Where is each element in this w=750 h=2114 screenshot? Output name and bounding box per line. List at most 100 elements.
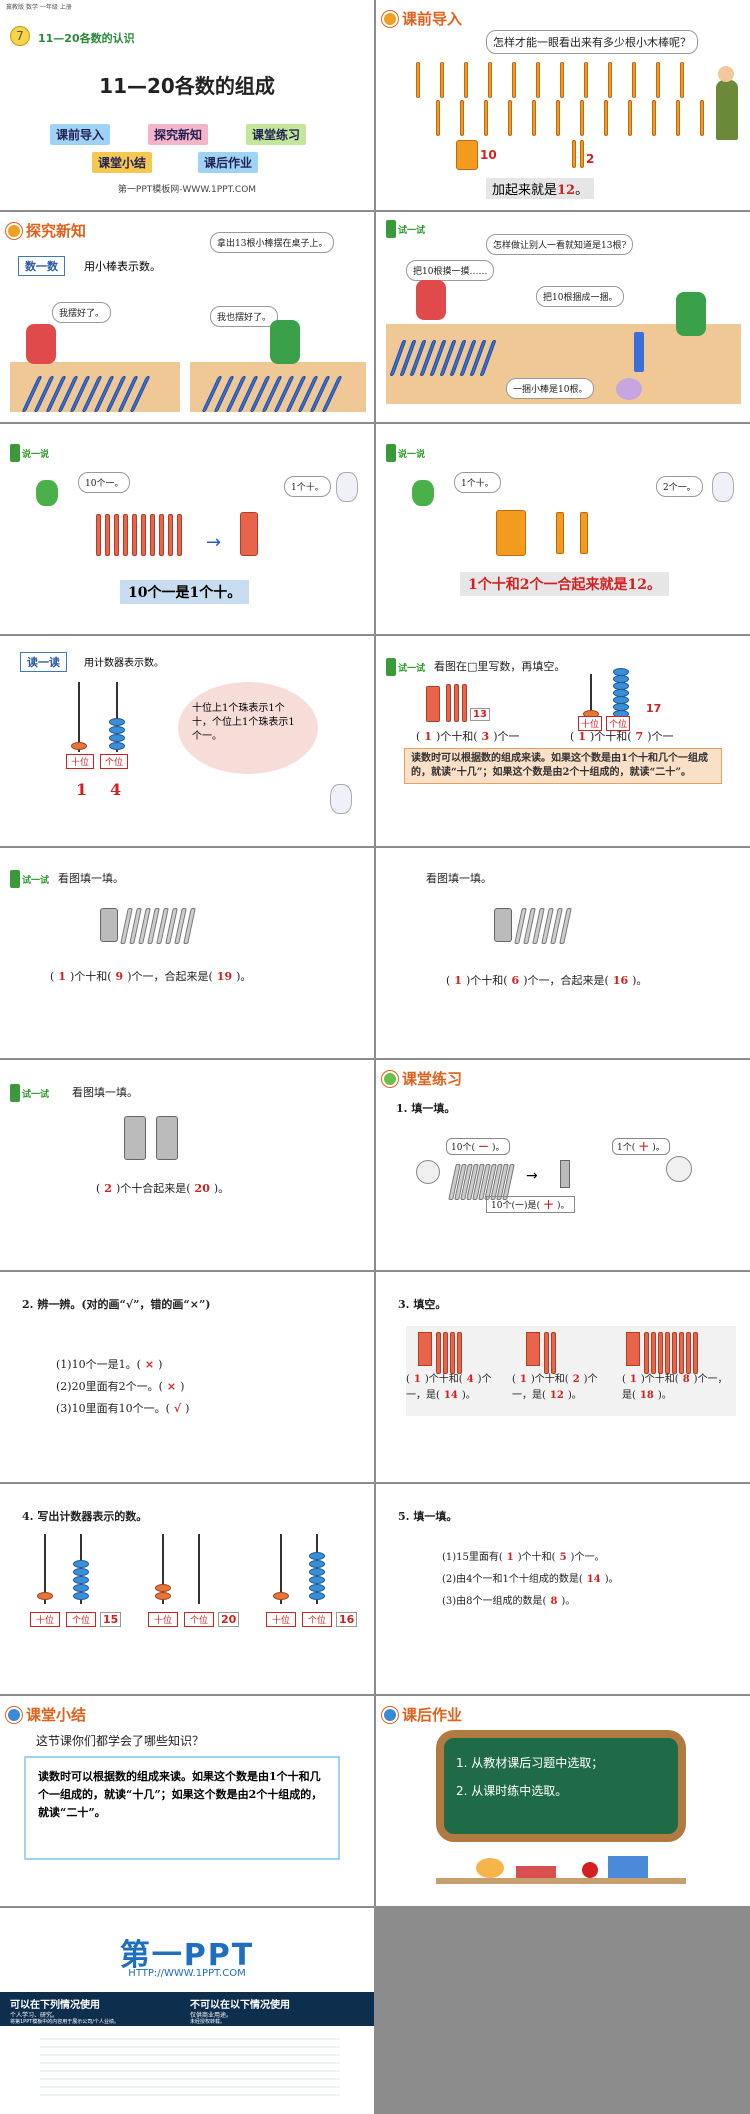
- bead: [613, 675, 629, 683]
- stick: [132, 514, 137, 556]
- word: 。: [240, 970, 252, 983]
- bead: [155, 1592, 171, 1600]
- rabbit-figure: [712, 472, 734, 502]
- section-label: 课前导入: [402, 10, 463, 28]
- sum-label: 加起来就是: [492, 183, 558, 198]
- word: 个一，是: [622, 1374, 728, 1401]
- instruction: 看图在□里写数，再填空。: [434, 660, 566, 673]
- bead: [73, 1568, 89, 1576]
- label-10: 10: [480, 148, 497, 162]
- word: 个十和: [470, 974, 504, 987]
- stick: [680, 62, 684, 98]
- slide-practice-3: 3. 填空。 (1)个十和(4)个一，是(14)。 (1)个十和(2)个一，是(…: [376, 1272, 750, 1482]
- sum-dot: 。: [575, 183, 589, 198]
- btn-intro[interactable]: 课前导入: [50, 124, 111, 145]
- btn-practice[interactable]: 课堂练习: [246, 124, 307, 145]
- section-label: 探究新知: [26, 222, 87, 240]
- bead: [309, 1584, 325, 1592]
- stick: [679, 1332, 684, 1374]
- stick: [168, 514, 173, 556]
- stick: [416, 62, 420, 98]
- bead: [109, 726, 125, 734]
- stick: [464, 62, 468, 98]
- say-badge: 说一说: [386, 444, 425, 462]
- pencil-icon: [10, 1084, 20, 1102]
- group-2: (1)个十和(2)个一，是(12)。: [512, 1372, 612, 1404]
- word: 个一: [651, 730, 674, 743]
- try-badge: 试一试: [386, 658, 425, 676]
- section-label: 课堂小结: [26, 1706, 87, 1724]
- bundle: [124, 1116, 146, 1160]
- rod: [590, 674, 592, 718]
- link-list[interactable]: [40, 2032, 340, 2102]
- bundle: [560, 1160, 570, 1188]
- btn-homework[interactable]: 课后作业: [198, 152, 259, 173]
- tag-read: 读一读: [20, 652, 67, 672]
- stick: [446, 684, 451, 722]
- word: 个十和: [644, 1374, 675, 1385]
- slide-fill-20: 试一试 看图填一填。 (2)个十合起来是(20)。: [0, 1060, 374, 1270]
- rabbit-bubble: 2个一。: [656, 476, 703, 497]
- section-label: 课后作业: [402, 1706, 463, 1724]
- bundle-sticks: [456, 140, 478, 170]
- dog-figure: [416, 1160, 440, 1184]
- place-ten: 十位: [266, 1612, 296, 1627]
- box-13: 13: [470, 708, 490, 721]
- bundle: [634, 332, 644, 372]
- word: 。: [571, 1390, 582, 1401]
- bead: [73, 1576, 89, 1584]
- girl-bubble: 我摆好了。: [52, 302, 112, 323]
- tag-desc: 用小棒表示数。: [84, 260, 161, 273]
- slide-fill-19: 试一试 看图填一填。 (1)个十和(9)个一，合起来是(19)。: [0, 848, 374, 1058]
- stick: [508, 100, 512, 136]
- answer: 4: [466, 1374, 474, 1385]
- answer: ×: [144, 1358, 155, 1371]
- word: 个一，合起来是: [131, 970, 209, 983]
- section-icon: [382, 1070, 398, 1087]
- place-one: 个位: [302, 1612, 332, 1627]
- answer: 十: [544, 1201, 554, 1211]
- slide-explore: 探究新知 拿出13根小棒摆在桌子上。 数一数 用小棒表示数。 我摆好了。 我也摆…: [0, 212, 374, 422]
- pencil-icon: [10, 444, 20, 462]
- word: ): [180, 1380, 185, 1393]
- stick: [484, 100, 488, 136]
- slide-say-10: 说一说 10个一。 1个十。 → 10个一是1个十。: [0, 424, 374, 634]
- cannot-text-2: 未经授权转载。: [190, 2019, 226, 2025]
- word: 个十和: [440, 730, 474, 743]
- bubble-2: 1个(十)。: [612, 1138, 670, 1155]
- slide-try-fill: 试一试 看图在□里写数，再填空。 13 (1)个十和(3)个一 十位 个位 17…: [376, 636, 750, 846]
- instruction: 看图填一填。: [72, 1086, 138, 1099]
- line-2: (2)由4个一和1个十组成的数是(14)。: [442, 1570, 619, 1585]
- stick: [141, 514, 146, 556]
- place-one: 个位: [606, 716, 630, 731]
- question: 2. 辨一辨。(对的画“√”，错的画“×”): [22, 1298, 211, 1311]
- stick: [443, 1332, 448, 1374]
- instruction-bubble: 拿出13根小棒摆在桌子上。: [210, 232, 335, 253]
- rod: [280, 1534, 282, 1604]
- section-icon: [382, 1706, 398, 1723]
- question-bubble: 怎样做让别人一看就知道是13根?: [486, 234, 634, 255]
- line-3: (3)由8个一组成的数是(8)。: [442, 1592, 575, 1607]
- bead: [71, 742, 87, 750]
- stick: [512, 62, 516, 98]
- btn-summary[interactable]: 课堂小结: [92, 152, 153, 173]
- rod-one: [116, 682, 118, 752]
- slide-practice-5: 5. 填一填。 (1)15里面有(1)个十和(5)个一。 (2)由4个一和1个十…: [376, 1484, 750, 1694]
- frog-bubble: 1个十。: [454, 472, 501, 493]
- bundle: [496, 510, 526, 556]
- bead: [155, 1584, 171, 1592]
- bead: [309, 1560, 325, 1568]
- word: 个一，合起来是: [527, 974, 605, 987]
- brand-url[interactable]: HTTP://WWW.1PPT.COM: [128, 1968, 246, 1979]
- clock-icon: [476, 1858, 504, 1878]
- place-one: 个位: [100, 754, 128, 769]
- bead: [613, 682, 629, 690]
- section-title: 课堂小结: [6, 1704, 86, 1725]
- bead: [309, 1576, 325, 1584]
- btn-explore[interactable]: 探究新知: [148, 124, 209, 145]
- try-badge: 试一试: [386, 220, 425, 238]
- stick: [440, 62, 444, 98]
- slide-title[interactable]: 7 11—20各数的认识 11—20各数的组成 课前导入 探究新知 课堂练习 课…: [0, 0, 374, 210]
- abacus: [60, 682, 138, 764]
